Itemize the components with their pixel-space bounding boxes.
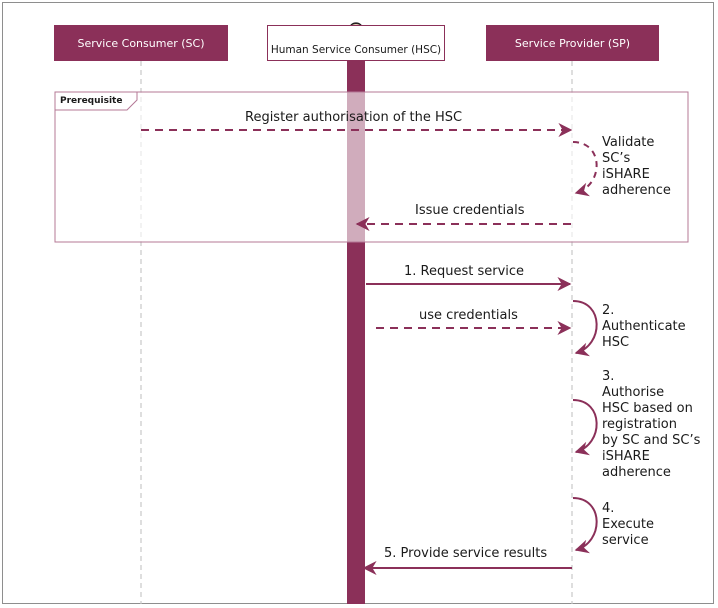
execute-line: service xyxy=(602,533,649,548)
validate-line: SC’s xyxy=(602,151,631,166)
authorise-line: iSHARE xyxy=(602,449,650,464)
authorise-line: 3. xyxy=(602,369,615,384)
authorise-line: registration xyxy=(602,417,678,432)
authenticate-line: HSC xyxy=(602,335,630,350)
service-consumer-label: Service Consumer (SC) xyxy=(77,36,205,50)
register-label: Register authorisation of the HSC xyxy=(245,110,463,125)
authenticate-loop xyxy=(572,300,598,357)
validate-note: Validate SC’s iSHARE adherence xyxy=(602,135,671,199)
human-service-consumer-label: Human Service Consumer (HSC) xyxy=(270,44,442,56)
human-service-consumer-box: Human Service Consumer (HSC) xyxy=(267,25,445,61)
prerequisite-label: Prerequisite xyxy=(60,96,123,106)
execute-line: Execute xyxy=(602,517,654,532)
validate-line: Validate xyxy=(602,135,655,150)
issue-credentials-label: Issue credentials xyxy=(415,203,525,218)
authorise-line: by SC and SC’s xyxy=(602,433,701,448)
authorise-line: HSC based on xyxy=(602,401,693,416)
service-consumer-box: Service Consumer (SC) xyxy=(54,25,228,61)
provide-results-label: 5. Provide service results xyxy=(384,546,548,561)
execute-loop xyxy=(572,497,598,554)
request-service-label: 1. Request service xyxy=(404,264,525,279)
service-provider-label: Service Provider (SP) xyxy=(514,36,631,50)
service-provider-box: Service Provider (SP) xyxy=(486,25,659,61)
authenticate-note: 2. Authenticate HSC xyxy=(602,303,686,351)
execute-note: 4. Execute service xyxy=(602,501,654,549)
authorise-line: adherence xyxy=(602,465,671,480)
execute-line: 4. xyxy=(602,501,615,516)
authorise-loop xyxy=(572,399,598,456)
authorise-note: 3. Authorise HSC based on registration b… xyxy=(602,369,700,481)
authenticate-line: 2. xyxy=(602,303,615,318)
authenticate-line: Authenticate xyxy=(602,319,686,334)
use-credentials-label: use credentials xyxy=(419,308,518,323)
validate-loop xyxy=(572,141,598,197)
prerequisite-tab-outline xyxy=(55,92,138,111)
validate-line: adherence xyxy=(602,183,671,198)
authorise-line: Authorise xyxy=(602,385,665,400)
validate-line: iSHARE xyxy=(602,167,650,182)
prerequisite-fragment xyxy=(54,91,689,243)
